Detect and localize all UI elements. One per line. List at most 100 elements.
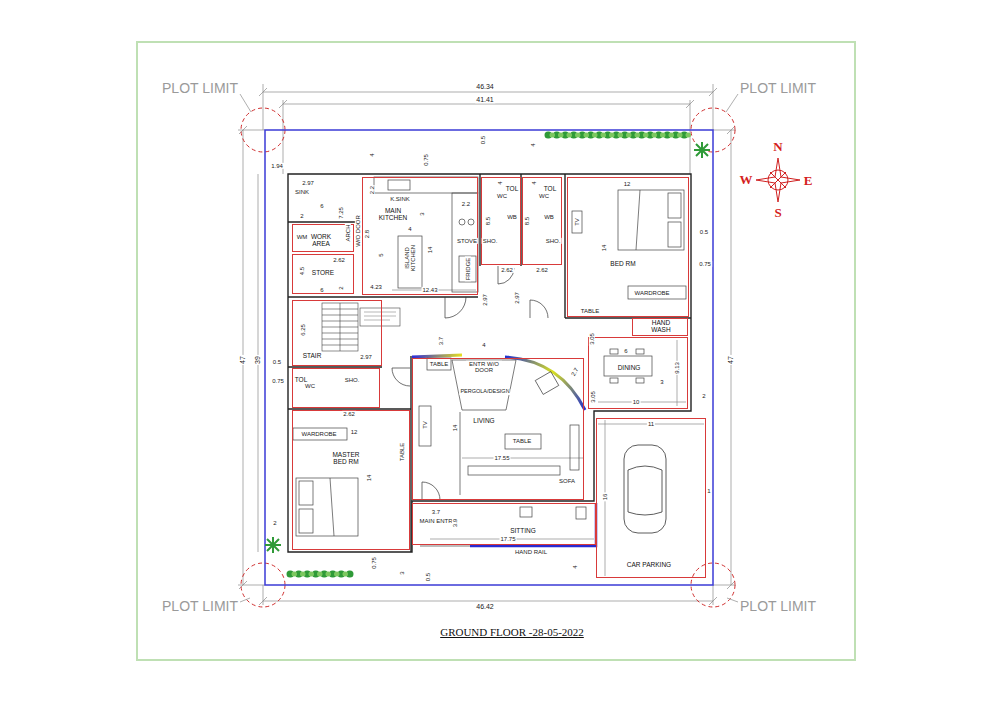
car-symbol	[628, 466, 662, 515]
plan-label: ISLAND KITCHEN	[404, 243, 417, 273]
room-box: HAND WASH	[632, 318, 688, 336]
plan-label: 46.42	[475, 603, 495, 610]
dimension-line	[263, 92, 713, 93]
wall	[288, 221, 356, 222]
plan-label: PLOT LIMIT	[739, 599, 817, 614]
plan-label: WC	[496, 193, 508, 199]
plan-label: 2.8	[364, 229, 370, 239]
plan-label: 16	[602, 493, 608, 502]
furniture	[576, 507, 586, 519]
room-box: CAR PARKING	[596, 418, 706, 578]
room-name: MASTER BED RM	[326, 452, 366, 466]
stair-steps	[360, 308, 400, 326]
kitchen-counter	[459, 256, 476, 282]
car-symbol	[624, 445, 666, 533]
plan-label: FRIDGE	[465, 257, 471, 282]
room-name: SITTING	[509, 528, 537, 535]
furniture	[293, 428, 347, 440]
plan-label: 2	[299, 213, 304, 219]
dimension-line	[238, 130, 265, 131]
room-name: WORK AREA	[308, 234, 334, 248]
plan-label: 2.97	[301, 180, 315, 186]
door-swing	[498, 266, 514, 284]
leader-line	[726, 94, 738, 112]
furniture	[520, 507, 532, 517]
kitchen-counter	[468, 219, 474, 225]
curved-wall	[412, 355, 462, 357]
furniture	[604, 356, 652, 376]
plan-label: 2	[701, 393, 706, 399]
plan-label: ENTR W/O DOOR	[466, 361, 502, 374]
furniture	[610, 378, 618, 383]
compass-rose	[770, 172, 786, 188]
wall	[288, 174, 691, 552]
plan-label: 7.25	[338, 206, 344, 220]
furniture	[535, 372, 559, 395]
door-swing	[422, 482, 440, 500]
plan-label: 5	[378, 252, 384, 257]
plan-label: 1.94	[270, 163, 284, 169]
furniture	[572, 211, 582, 233]
plan-label: 17.75	[499, 536, 516, 542]
room-name: CAR PARKING	[626, 562, 672, 569]
plan-label: 6	[623, 348, 628, 354]
plan-label: N	[772, 140, 783, 154]
plan-label: TABLE	[399, 442, 405, 463]
compass-rose	[756, 158, 800, 202]
dimension-line	[462, 458, 584, 459]
furniture	[293, 211, 686, 546]
room-name: DINING	[617, 365, 642, 372]
wall	[288, 296, 478, 297]
bed	[299, 481, 313, 505]
plan-label: E	[803, 174, 814, 188]
plot-boundary	[265, 130, 713, 585]
furniture	[505, 434, 541, 449]
bed	[299, 509, 313, 533]
plant	[290, 571, 350, 578]
plan-label: SOFA	[558, 478, 576, 484]
plan-label: 6	[319, 203, 324, 209]
stair-steps	[322, 303, 400, 351]
leader-line	[240, 598, 250, 602]
plan-label: 2.97	[482, 293, 488, 307]
plan-label: 12	[350, 429, 359, 435]
plan-label: 4	[481, 342, 486, 348]
plan-label: ARCH	[345, 223, 351, 242]
room-name: HAND WASH	[645, 320, 677, 334]
compass-rose	[768, 170, 788, 190]
dimension-line	[713, 585, 714, 605]
plan-label: STOVE	[456, 238, 478, 244]
plan-label: W/O DOOR	[355, 214, 361, 248]
drawing-title: GROUND FLOOR -28-05-2022	[440, 626, 584, 638]
plan-label: WB	[506, 214, 518, 220]
plan-label: 0.5	[272, 359, 282, 365]
plant	[552, 133, 690, 138]
plan-label: S	[773, 206, 782, 220]
dimension-line	[263, 585, 264, 605]
room-name: BED RM	[609, 261, 636, 268]
plan-label: 0.5	[699, 229, 709, 235]
plant	[694, 142, 710, 158]
plan-label: 2	[338, 285, 344, 290]
furniture	[460, 412, 461, 495]
plan-label: 2.7	[570, 366, 581, 378]
kitchen-counter	[388, 180, 410, 190]
plan-label: 2.2	[461, 201, 471, 207]
curved-wall	[505, 357, 585, 410]
dimension-line	[263, 601, 713, 602]
furniture	[420, 546, 470, 547]
plan-label: 3	[659, 379, 664, 385]
furniture	[610, 349, 618, 354]
plan-label: 2.62	[332, 257, 346, 263]
plant	[548, 132, 690, 139]
plan-label: TABLE	[580, 308, 601, 314]
kitchen-counter	[459, 219, 465, 225]
leader-line	[727, 598, 738, 602]
dimension-line	[713, 130, 736, 131]
plan-label: 4	[530, 142, 536, 147]
plan-label: PLOT LIMIT	[739, 81, 817, 96]
plan-label: 4.23	[369, 284, 383, 290]
plan-label: 2.62	[535, 267, 549, 273]
